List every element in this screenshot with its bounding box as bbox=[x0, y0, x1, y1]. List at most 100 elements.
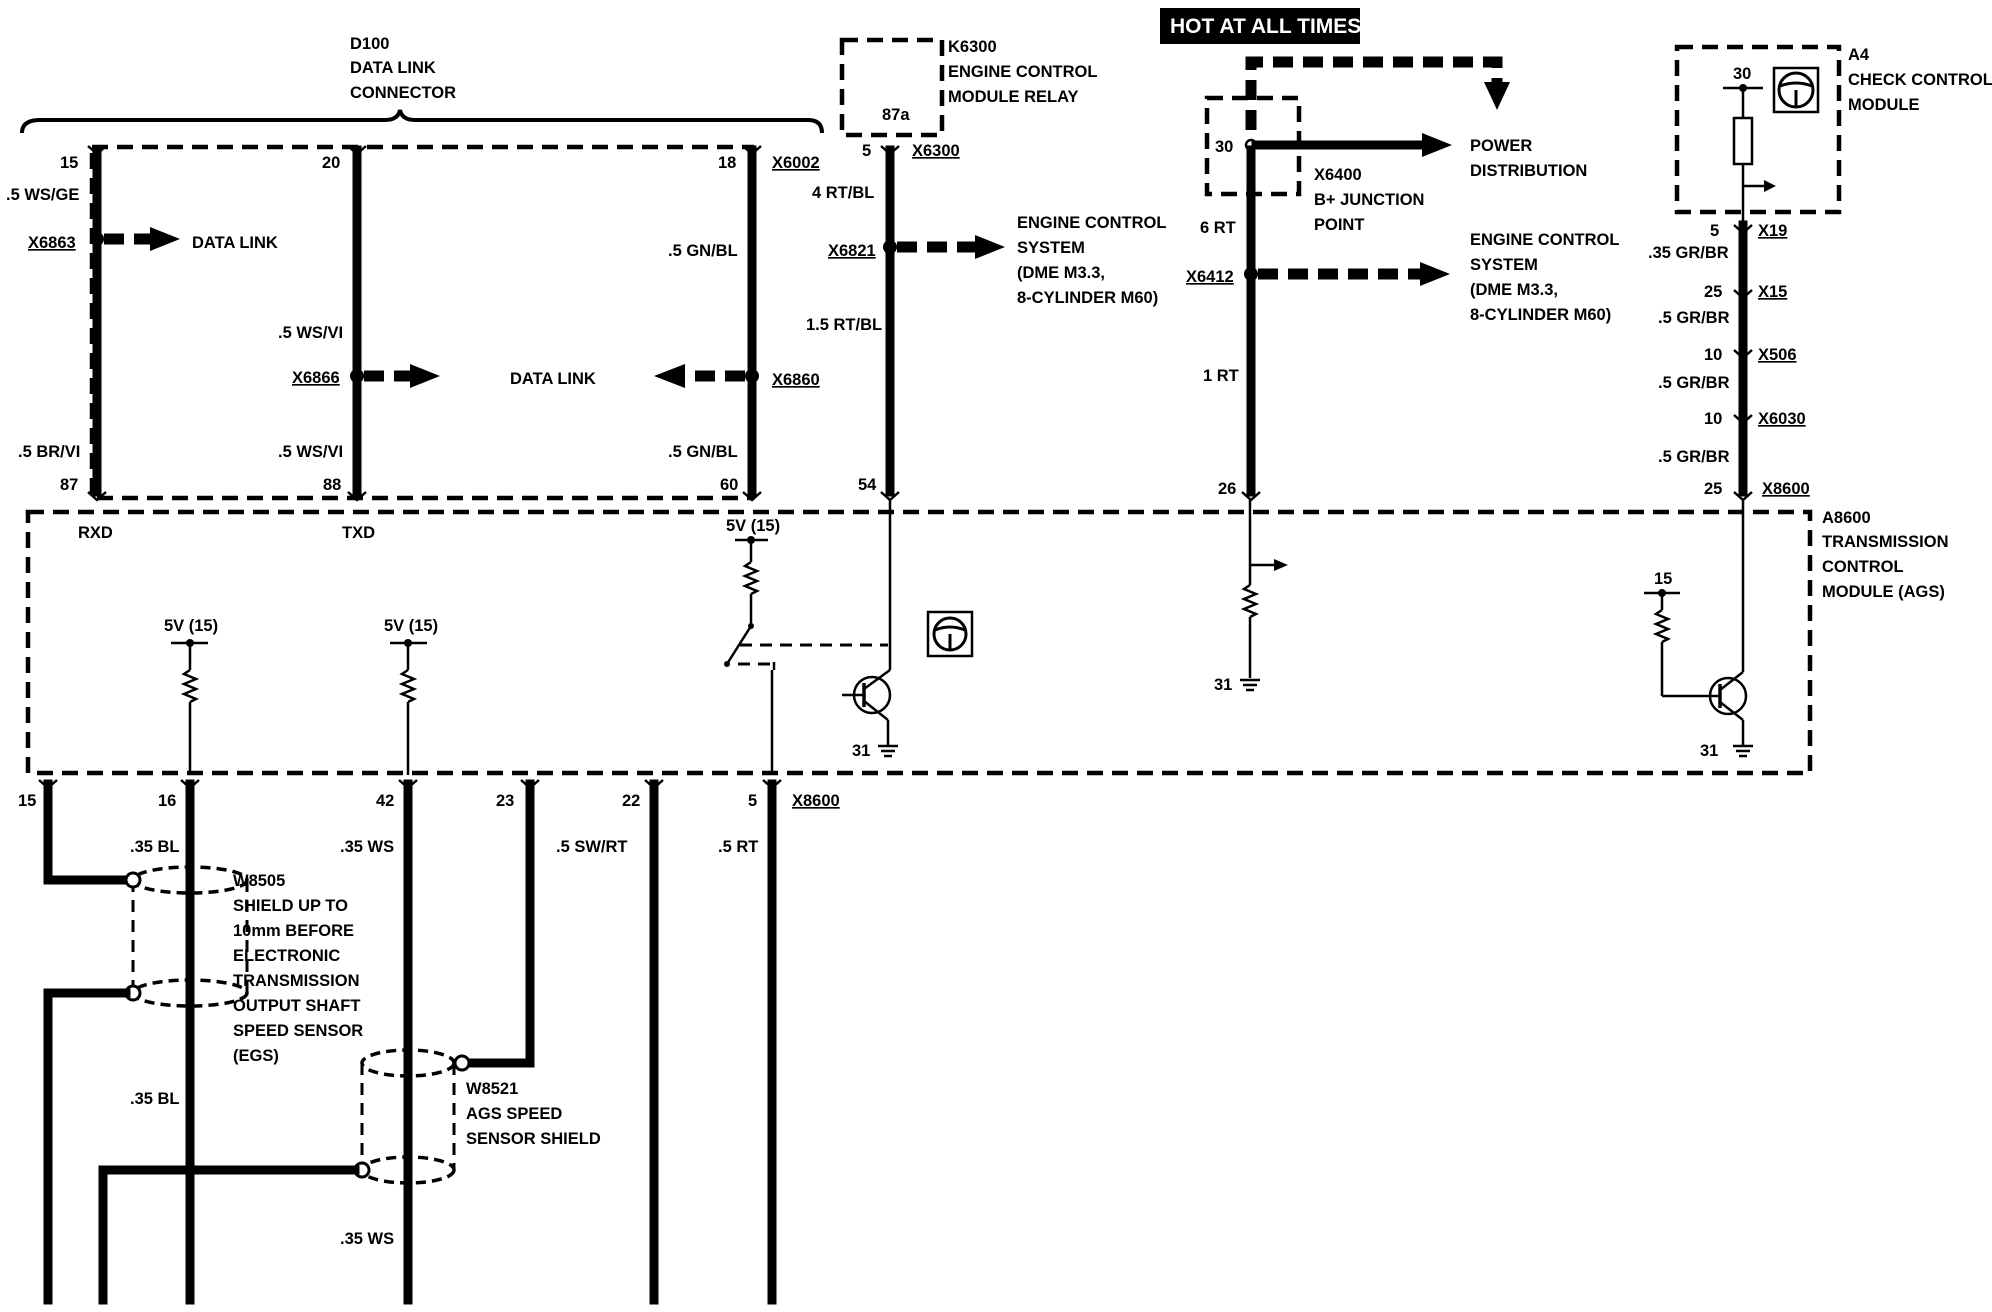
w8505-line-4: TRANSMISSION bbox=[233, 972, 360, 990]
x6400-pin: 30 bbox=[1215, 138, 1233, 156]
w8505-line-6: SPEED SENSOR bbox=[233, 1022, 363, 1040]
wire-label-b16-low: .35 BL bbox=[130, 1090, 180, 1108]
a8600-label-2: CONTROL bbox=[1822, 558, 1904, 576]
gnd-c-label: 31 bbox=[1700, 742, 1718, 760]
ecs2-label-2: SYSTEM bbox=[1470, 256, 1538, 274]
wire-label-b42: .35 WS bbox=[340, 838, 394, 856]
arrow-head bbox=[654, 364, 685, 388]
pin-b23: 23 bbox=[496, 792, 514, 810]
wire-label-relay-top: 4 RT/BL bbox=[812, 184, 874, 202]
resistor-icon bbox=[180, 668, 200, 704]
w8505-id: W8505 bbox=[233, 872, 285, 890]
data-link-label-mid: DATA LINK bbox=[510, 370, 596, 388]
wire-label-b42-low: .35 WS bbox=[340, 1230, 394, 1248]
steering-wheel-icon bbox=[1779, 81, 1813, 106]
connector-chevron bbox=[1733, 414, 1753, 425]
transistor-emitter bbox=[863, 700, 889, 721]
arrow-head bbox=[150, 227, 180, 251]
w8505-line-3: ELECTRONIC bbox=[233, 947, 340, 965]
a8600-label-1: TRANSMISSION bbox=[1822, 533, 1949, 551]
ecs1-label-3: (DME M3.3, bbox=[1017, 264, 1105, 282]
shield-terminal bbox=[453, 1054, 471, 1072]
w8521-line-2: SENSOR SHIELD bbox=[466, 1130, 601, 1148]
connector-x19: X19 bbox=[1758, 222, 1787, 240]
connector-x8600-bottom: X8600 bbox=[792, 792, 840, 810]
d100-id: D100 bbox=[350, 35, 389, 53]
gnd-a-label: 31 bbox=[852, 742, 870, 760]
connector-chevron bbox=[347, 145, 367, 156]
wire-shield-drain-1 bbox=[43, 988, 131, 1305]
resistor-icon bbox=[1652, 608, 1672, 644]
ground-icon bbox=[878, 744, 898, 758]
v5-switch-label: 5V (15) bbox=[726, 517, 780, 535]
shield-terminal bbox=[124, 871, 142, 889]
pin-t88: 88 bbox=[323, 476, 341, 494]
wire-label-w18-mid: .5 GN/BL bbox=[668, 242, 738, 260]
ecs2-label-1: ENGINE CONTROL bbox=[1470, 231, 1619, 249]
a4-id: A4 bbox=[1848, 46, 1870, 64]
arrow-head bbox=[410, 364, 440, 388]
k6300-relay-box bbox=[839, 37, 945, 138]
connector-chevron bbox=[38, 779, 58, 790]
connector-chevron bbox=[347, 491, 367, 502]
gnd-b-label: 31 bbox=[1214, 676, 1232, 694]
connector-chevron bbox=[520, 779, 540, 790]
splice-dot bbox=[350, 369, 364, 383]
wire-label-relay-bot: 1.5 RT/BL bbox=[806, 316, 882, 334]
wire-label-b5: .5 RT bbox=[718, 838, 758, 856]
a4-pin: 30 bbox=[1733, 65, 1751, 83]
ecs2-label-4: 8-CYLINDER M60) bbox=[1470, 306, 1611, 324]
arrow-head bbox=[1764, 180, 1776, 192]
connector-chevron bbox=[87, 145, 107, 156]
wire-label-cc-2: .5 GR/BR bbox=[1658, 309, 1730, 327]
pin-t87: 87 bbox=[60, 476, 78, 494]
pin-b15: 15 bbox=[18, 792, 36, 810]
transistor-icon bbox=[1708, 676, 1748, 716]
pin-a4-5: 5 bbox=[1710, 222, 1719, 240]
pin-t60: 60 bbox=[720, 476, 738, 494]
switch-contact bbox=[724, 661, 730, 667]
splice-dot bbox=[883, 240, 897, 254]
connector-chevron bbox=[742, 145, 762, 156]
resistor-icon bbox=[741, 560, 761, 596]
pin-t54: 54 bbox=[858, 476, 877, 494]
pin-b16: 16 bbox=[158, 792, 176, 810]
pin-t25: 25 bbox=[1704, 480, 1722, 498]
connector-x6300: X6300 bbox=[912, 142, 960, 160]
arrow-head bbox=[1422, 133, 1452, 157]
wire-bottom-23 bbox=[465, 779, 535, 1068]
power-label-1: POWER bbox=[1470, 137, 1532, 155]
a8600-id: A8600 bbox=[1822, 509, 1871, 527]
pin-d18: 18 bbox=[718, 154, 736, 172]
steering-wheel-icon bbox=[932, 616, 968, 652]
steering-wheel-icon bbox=[934, 625, 966, 649]
k6300-id: K6300 bbox=[948, 38, 997, 56]
w8505-line-2: 10mm BEFORE bbox=[233, 922, 354, 940]
transistor-emitter bbox=[1719, 701, 1744, 721]
connector-x6866: X6866 bbox=[292, 369, 340, 387]
arrow-head bbox=[1274, 559, 1288, 571]
arrow-head bbox=[975, 235, 1005, 259]
pin-x6030-10: 10 bbox=[1704, 410, 1722, 428]
splice-dot bbox=[745, 369, 759, 383]
connector-chevron bbox=[1733, 289, 1753, 300]
connector-x15: X15 bbox=[1758, 283, 1787, 301]
w8505-line-7: (EGS) bbox=[233, 1047, 279, 1065]
arrow-head bbox=[1484, 82, 1510, 110]
connector-chevron bbox=[644, 779, 664, 790]
wire-label-w20-mid: .5 WS/VI bbox=[278, 324, 343, 342]
x6400-label-2: POINT bbox=[1314, 216, 1364, 234]
power-label-2: DISTRIBUTION bbox=[1470, 162, 1587, 180]
hot-banner-text: HOT AT ALL TIMES bbox=[1170, 15, 1361, 38]
signal-txd: TXD bbox=[342, 524, 375, 542]
resistor-icon bbox=[398, 668, 418, 704]
wire-label-bplus-bot: 1 RT bbox=[1203, 367, 1239, 385]
k6300-pin: 87a bbox=[882, 106, 910, 124]
wire-label-b23: .5 SW/RT bbox=[556, 838, 628, 856]
hot-feed-line bbox=[1245, 56, 1503, 130]
splice-dot bbox=[90, 232, 104, 246]
connector-chevron bbox=[1733, 224, 1753, 235]
wire-label-cc-4: .5 GR/BR bbox=[1658, 448, 1730, 466]
splice-dot bbox=[1244, 267, 1258, 281]
pin-d15: 15 bbox=[60, 154, 78, 172]
